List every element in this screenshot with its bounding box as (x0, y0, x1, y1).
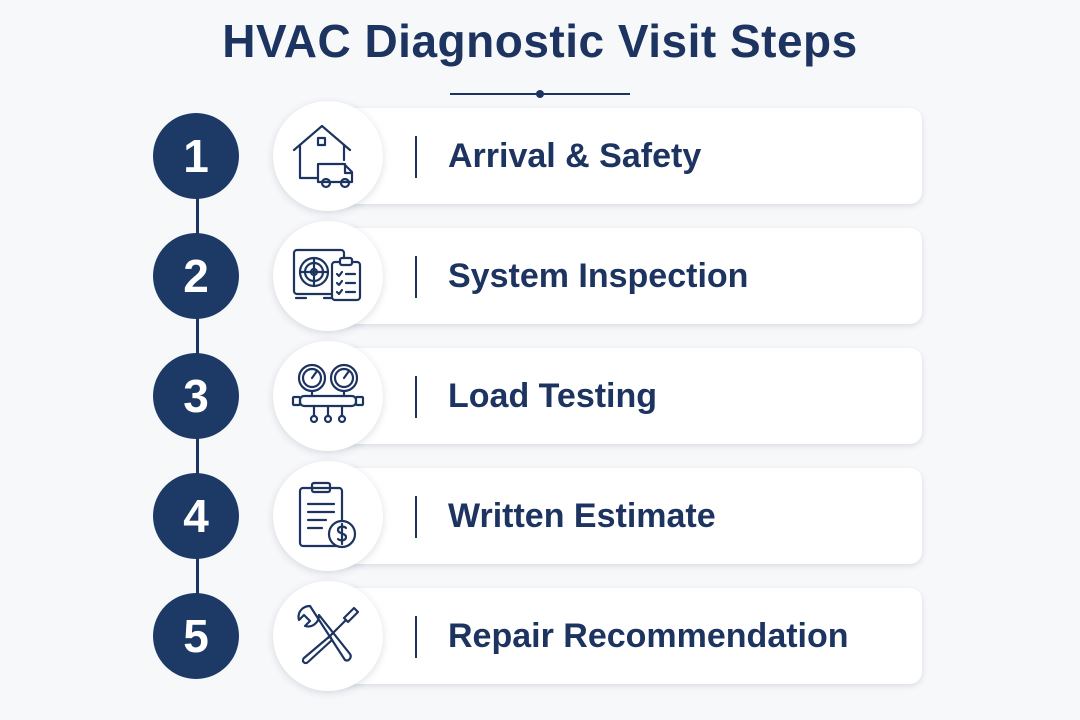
step-label: Written Estimate (448, 496, 716, 535)
manifold-gauge-icon (273, 341, 383, 451)
step-5: Repair Recommendation 5 (0, 581, 1080, 691)
divider-dot (536, 90, 544, 98)
step-card: Written Estimate (322, 468, 922, 564)
step-card: Repair Recommendation (322, 588, 922, 684)
step-label: System Inspection (448, 256, 749, 295)
step-3: Load Testing 3 (0, 341, 1080, 451)
step-number-badge: 2 (153, 233, 239, 319)
card-separator (415, 376, 417, 418)
house-van-icon (273, 101, 383, 211)
step-card: Arrival & Safety (322, 108, 922, 204)
title-divider (450, 90, 630, 98)
step-1: Arrival & Safety 1 (0, 101, 1080, 211)
page-title: HVAC Diagnostic Visit Steps (222, 15, 858, 67)
step-number-badge: 4 (153, 473, 239, 559)
step-number-badge: 5 (153, 593, 239, 679)
clipboard-dollar-icon (273, 461, 383, 571)
card-separator (415, 616, 417, 658)
step-label: Load Testing (448, 376, 658, 415)
step-2: System Inspection 2 (0, 221, 1080, 331)
step-4: Written Estimate 4 (0, 461, 1080, 571)
ac-unit-clipboard-icon (273, 221, 383, 331)
card-separator (415, 256, 417, 298)
step-card: System Inspection (322, 228, 922, 324)
step-label: Repair Recommendation (448, 616, 849, 655)
card-separator (415, 136, 417, 178)
card-separator (415, 496, 417, 538)
step-label: Arrival & Safety (448, 136, 702, 175)
wrench-screwdriver-icon (273, 581, 383, 691)
step-number-badge: 3 (153, 353, 239, 439)
step-card: Load Testing (322, 348, 922, 444)
step-number-badge: 1 (153, 113, 239, 199)
